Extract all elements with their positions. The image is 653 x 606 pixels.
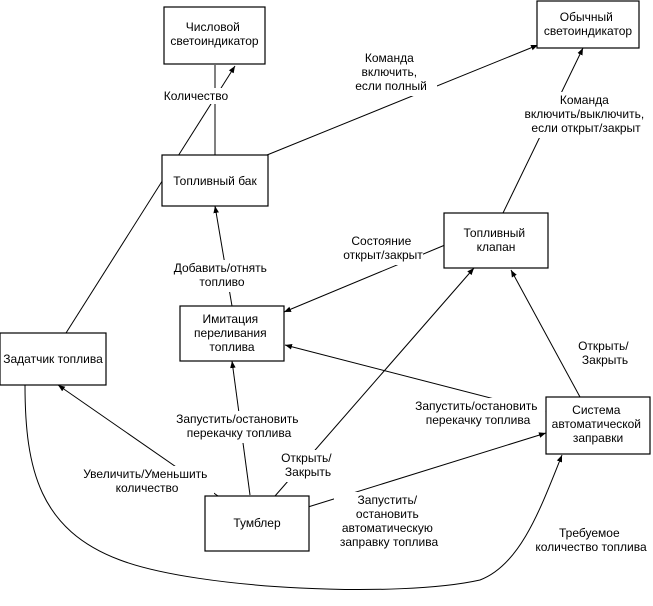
node-fuel-valve: Топливный клапан bbox=[443, 212, 549, 269]
node-toggle-switch: Тумблер bbox=[204, 495, 310, 552]
node-fuel-setter: Задатчик топлива bbox=[0, 332, 107, 386]
edge-auto-system-to-valve bbox=[510, 269, 581, 398]
edge-tank-to-plain-indicator bbox=[266, 44, 539, 156]
svg-text:Команда включить/выключи: Команда включить/выключить, если открыт/… bbox=[524, 93, 647, 135]
node-numeric-indicator: Числовой светоиндикатор bbox=[163, 6, 266, 65]
svg-text:Запустить/ остановить: Запустить/ остановить автоматическую зап… bbox=[340, 493, 439, 549]
node-plain-indicator: Обычный светоиндикатор bbox=[536, 0, 640, 49]
label-open-close-auto: Открыть/ Закрыть bbox=[574, 338, 636, 370]
svg-text:Открыть/ Закрыть: Открыть/ Закрыть bbox=[578, 339, 632, 367]
svg-text:Тумблер: Тумблер bbox=[233, 516, 281, 530]
edge-setter-to-numeric-indicator bbox=[65, 65, 236, 334]
edge-setter-to-auto-system bbox=[24, 384, 563, 591]
label-increase-decrease: Увеличить/Уменьшить количество bbox=[80, 466, 214, 498]
label-state-open-closed: Состояние открыт/закрыт bbox=[343, 233, 423, 265]
svg-text:Задатчик топлива: Задатчик топлива bbox=[3, 352, 103, 366]
label-quantity: Количество bbox=[158, 88, 234, 104]
svg-text:Добавить/отнять топливо: Добавить/отнять топливо bbox=[174, 261, 271, 289]
label-start-auto-refuel: Запустить/ остановить автоматическую зап… bbox=[334, 492, 446, 552]
label-required-quantity: Требуемое количество топлива bbox=[533, 525, 649, 557]
label-start-stop-pumping-auto: Запустить/остановить перекачку топлива bbox=[411, 398, 545, 430]
label-command-if-full: Команда включить, если полный bbox=[345, 50, 437, 96]
svg-text:Состояние открыт/закрыт: Состояние открыт/закрыт bbox=[343, 234, 423, 262]
node-auto-refuel-system: Система автоматической заправки bbox=[545, 396, 651, 455]
svg-text:Команда включить,: Команда включить, если полный bbox=[355, 51, 427, 93]
label-command-if-open-closed: Команда включить/выключить, если открыт/… bbox=[524, 92, 647, 138]
svg-text:Запустить/остановить пер: Запустить/остановить перекачку топлива bbox=[176, 412, 302, 440]
svg-text:Открыть/ Закрыть: Открыть/ Закрыть bbox=[281, 451, 335, 479]
svg-text:Запустить/остановить пер: Запустить/остановить перекачку топлива bbox=[415, 399, 541, 427]
node-fuel-transfer-simulation: Имитация переливания топлива bbox=[179, 305, 285, 362]
svg-text:Количество: Количество bbox=[164, 89, 229, 103]
svg-text:Увеличить/Уменьшить коли: Увеличить/Уменьшить количество bbox=[83, 467, 211, 495]
svg-text:Требуемое количество топ: Требуемое количество топлива bbox=[535, 526, 647, 554]
svg-text:Топливный бак: Топливный бак bbox=[173, 174, 257, 188]
svg-text:Имитация переливания: Имитация переливания топлива bbox=[194, 312, 270, 354]
label-start-stop-pumping-toggle: Запустить/остановить перекачку топлива bbox=[172, 411, 306, 443]
node-fuel-tank: Топливный бак bbox=[161, 154, 269, 207]
svg-text:Топливный клапан: Топливный клапан bbox=[464, 226, 529, 254]
svg-text:Система автоматической: Система автоматической заправки bbox=[552, 403, 645, 445]
svg-text:Обычный светоиндикатор: Обычный светоиндикатор bbox=[544, 10, 633, 38]
label-add-remove-fuel: Добавить/отнять топливо bbox=[168, 260, 276, 292]
svg-text:Числовой светоиндикатор: Числовой светоиндикатор bbox=[170, 20, 259, 48]
label-open-close-toggle: Открыть/ Закрыть bbox=[278, 450, 338, 482]
